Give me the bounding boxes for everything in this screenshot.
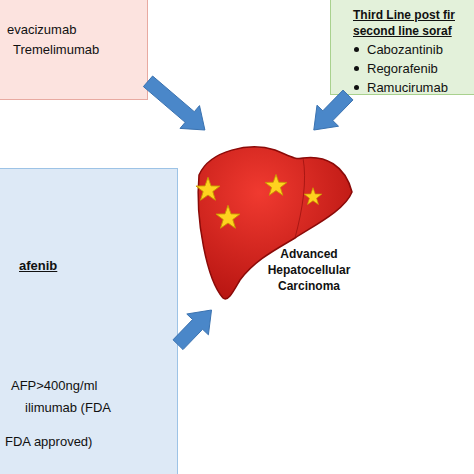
bullet-dot bbox=[354, 85, 359, 90]
bullet-dot bbox=[354, 66, 359, 71]
drug-item: Cabozantinib bbox=[367, 41, 467, 58]
block-arrow bbox=[173, 310, 212, 350]
liver-node: Advanced Hepatocellular Carcinoma bbox=[195, 130, 360, 310]
node-label: Advanced Hepatocellular Carcinoma bbox=[261, 246, 357, 294]
third-line-box: Third Line post fir second line sorafCab… bbox=[330, 0, 474, 95]
box-heading: afenib bbox=[19, 257, 169, 274]
bullet-dot bbox=[354, 47, 359, 52]
first-line-box: evacizumabTremelimumab bbox=[0, 0, 148, 100]
drug-item: FDA approved) bbox=[5, 433, 165, 450]
drug-item: Regorafenib bbox=[367, 60, 467, 77]
lobe-fissure bbox=[295, 158, 305, 238]
drug-item: Tremelimumab bbox=[13, 41, 143, 58]
drug-item: evacizumab bbox=[7, 21, 137, 38]
block-arrow bbox=[143, 76, 205, 130]
drug-item: AFP>400ng/ml bbox=[11, 377, 171, 394]
second-line-box: afenibAFP>400ng/ml ilimumab (FDA FDA appro… bbox=[0, 168, 178, 474]
drug-item: ilimumab (FDA bbox=[25, 399, 175, 416]
box-heading: Third Line post fir second line soraf bbox=[353, 7, 474, 39]
drug-item: Ramucirumab bbox=[367, 79, 467, 96]
block-arrow bbox=[314, 90, 353, 130]
